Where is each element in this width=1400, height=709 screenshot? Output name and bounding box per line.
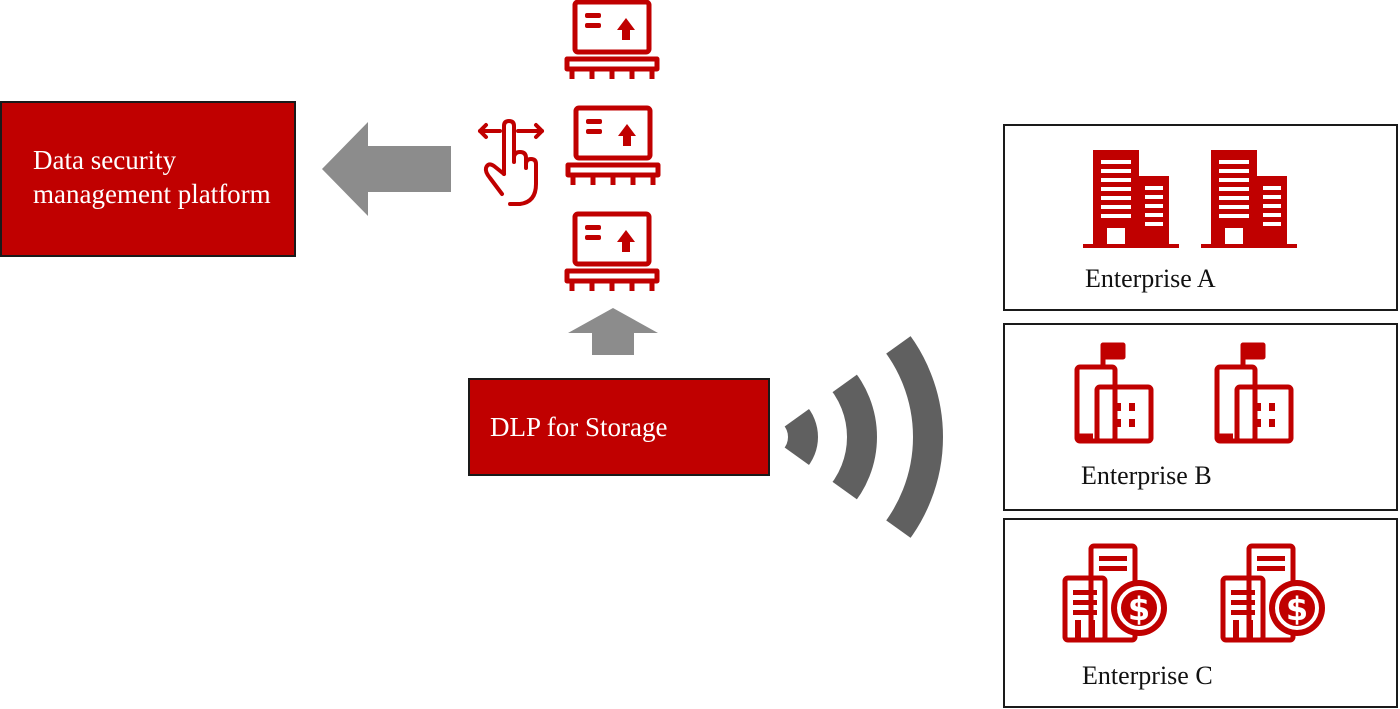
enterprise-c-box: $ $ Enterprise C bbox=[1003, 518, 1398, 708]
flagged-building-icon bbox=[1074, 342, 1154, 444]
enterprise-c-label: Enterprise C bbox=[1082, 661, 1213, 690]
svg-text:$: $ bbox=[1128, 590, 1150, 628]
dlp-for-storage-box: DLP for Storage bbox=[468, 378, 770, 476]
storage-pallet-upload-icon bbox=[565, 105, 661, 185]
enterprise-a-label: Enterprise A bbox=[1085, 264, 1216, 293]
flagged-building-icon bbox=[1214, 342, 1294, 444]
swipe-gesture-icon bbox=[478, 119, 544, 206]
storage-pallet-upload-icon bbox=[564, 0, 660, 79]
office-building-icon bbox=[1083, 150, 1179, 248]
platform-label: Data security management platform bbox=[33, 145, 271, 209]
storage-pallet-upload-icon bbox=[564, 211, 660, 291]
bank-building-icon: $ bbox=[1062, 543, 1167, 643]
dlp-label: DLP for Storage bbox=[490, 412, 668, 442]
bank-building-icon: $ bbox=[1220, 543, 1325, 643]
enterprise-b-label: Enterprise B bbox=[1081, 461, 1212, 490]
svg-text:$: $ bbox=[1286, 590, 1308, 628]
enterprise-b-box: Enterprise B bbox=[1003, 323, 1398, 511]
data-security-management-platform-box: Data security management platform bbox=[0, 101, 296, 257]
enterprise-a-box: Enterprise A bbox=[1003, 124, 1398, 311]
office-building-icon bbox=[1201, 150, 1297, 248]
